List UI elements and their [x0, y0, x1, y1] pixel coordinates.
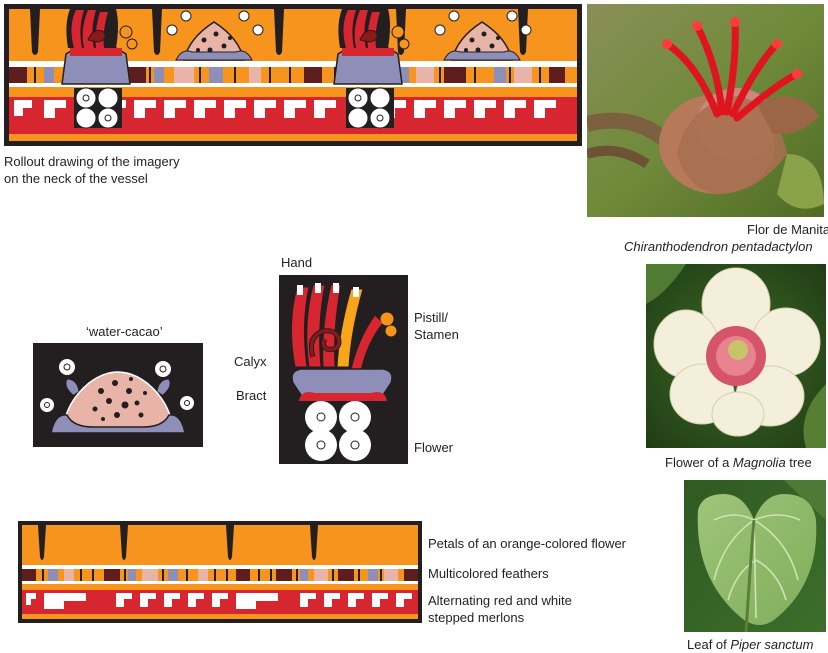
pistil-label-line-2: Stamen [414, 327, 459, 343]
feathers-band-label: Multicolored feathers [428, 566, 549, 582]
magnolia-caption: Flower of a Magnolia tree [665, 455, 812, 471]
band-detail-frieze [18, 521, 422, 623]
piper-leaf-photo [684, 480, 826, 632]
water-cacao-panel [33, 343, 203, 447]
pistil-label-line-1: Pistill/ [414, 310, 448, 326]
water-droplet [40, 398, 54, 412]
magnolia-pistil [728, 340, 748, 360]
rollout-caption-line-2: on the neck of the vessel [4, 171, 148, 187]
magnolia-photo [646, 264, 826, 448]
bract-label: Bract [236, 388, 266, 404]
manita-caption-line-1: Flor de Manita [747, 222, 828, 238]
stamen-dot [381, 313, 394, 326]
rollout-frieze [4, 4, 582, 146]
water-droplet [59, 359, 75, 375]
flor-de-manita-photo [587, 4, 824, 217]
merlons-band-label-line-2: stepped merlons [428, 610, 524, 626]
manita-caption-line-2: Chiranthodendron pentadactylon [624, 239, 813, 255]
stamen-dot [386, 326, 397, 337]
piper-caption: Leaf of Piper sanctum [687, 637, 813, 653]
merlons-band-label-line-1: Alternating red and white [428, 593, 572, 609]
flower-label: Flower [414, 440, 453, 456]
hand-label: Hand [281, 255, 312, 271]
hand-detail-panel [279, 275, 408, 464]
water-droplet [155, 361, 171, 377]
petals-band-label: Petals of an orange-colored flower [428, 536, 626, 552]
hand-bract [299, 392, 387, 401]
feather-band [22, 569, 418, 581]
calyx-label: Calyx [234, 354, 267, 370]
water-cacao-label: ‘water-cacao’ [86, 324, 163, 340]
rollout-caption-line-1: Rollout drawing of the imagery [4, 154, 180, 170]
petal-band [22, 525, 418, 565]
water-droplet [180, 396, 194, 410]
